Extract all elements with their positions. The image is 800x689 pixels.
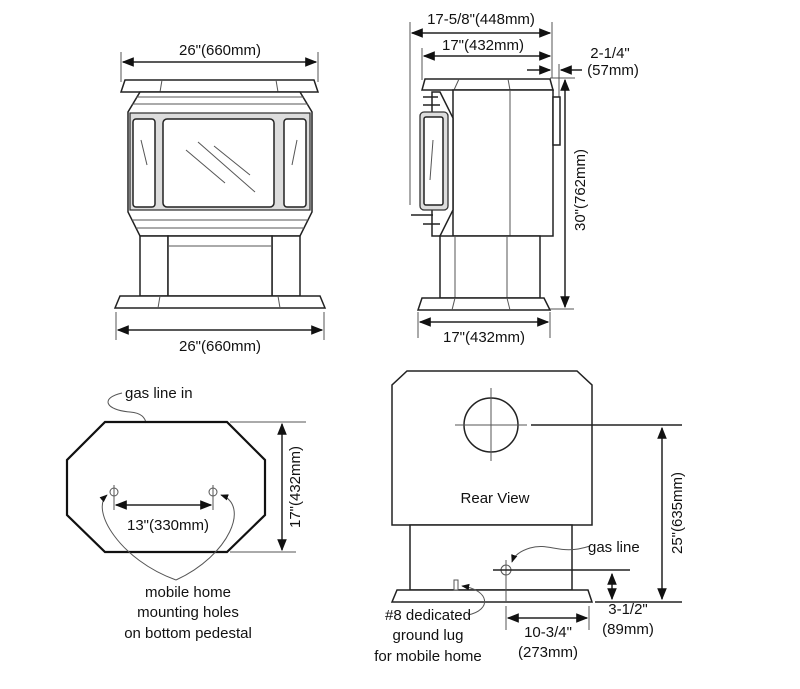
- ground-note-line-1: #8 dedicated: [385, 607, 471, 624]
- front-width-bottom-label: 26"(660mm): [179, 338, 261, 355]
- front-width-top-label: 26"(660mm): [179, 42, 261, 59]
- flue-offset-label: 2-1/4": [590, 45, 630, 62]
- gas-height-label: 3-1/2": [608, 601, 648, 618]
- mounting-hole-right: [208, 485, 218, 510]
- hole-spacing-label: 13"(330mm): [127, 517, 209, 534]
- side-base-depth-label: 17"(432mm): [443, 329, 525, 346]
- side-view: 17-5/8"(448mm) 17"(432mm) 2-1/4" (57mm) …: [409, 11, 639, 346]
- rear-view: Rear View gas line 3-1/2" (89mm) 25"(635…: [374, 370, 686, 665]
- gas-offset-label: 10-3/4": [524, 624, 572, 641]
- bottom-view: gas line in 17"(432mm) 13"(330mm) mobile…: [65, 385, 306, 642]
- side-depth-overall-label: 17-5/8"(448mm): [427, 11, 535, 28]
- side-height-label: 30"(762mm): [572, 149, 589, 231]
- ground-note-line-3: for mobile home: [374, 648, 482, 665]
- flue-offset-mm-label: (57mm): [587, 62, 639, 79]
- side-depth-body-label: 17"(432mm): [442, 37, 524, 54]
- flue-height-label: 25"(635mm): [669, 472, 686, 554]
- mounting-hole-left: [109, 485, 119, 510]
- mounting-note-line-3: on bottom pedestal: [124, 625, 252, 642]
- ground-lug: [453, 579, 459, 591]
- pedestal-outline: [65, 420, 267, 554]
- mounting-note-line-2: mounting holes: [137, 604, 239, 621]
- rear-gas-line-label: gas line: [588, 539, 640, 556]
- mounting-note-line-1: mobile home: [145, 584, 231, 601]
- ground-note-line-2: ground lug: [393, 627, 464, 644]
- rear-view-title: Rear View: [461, 490, 530, 507]
- front-view: 26"(660mm) 26"(660mm): [113, 42, 327, 355]
- gas-offset-mm-label: (273mm): [518, 644, 578, 661]
- gas-height-mm-label: (89mm): [602, 621, 654, 638]
- gas-line-in-label: gas line in: [125, 385, 193, 402]
- bottom-depth-label: 17"(432mm): [287, 446, 304, 528]
